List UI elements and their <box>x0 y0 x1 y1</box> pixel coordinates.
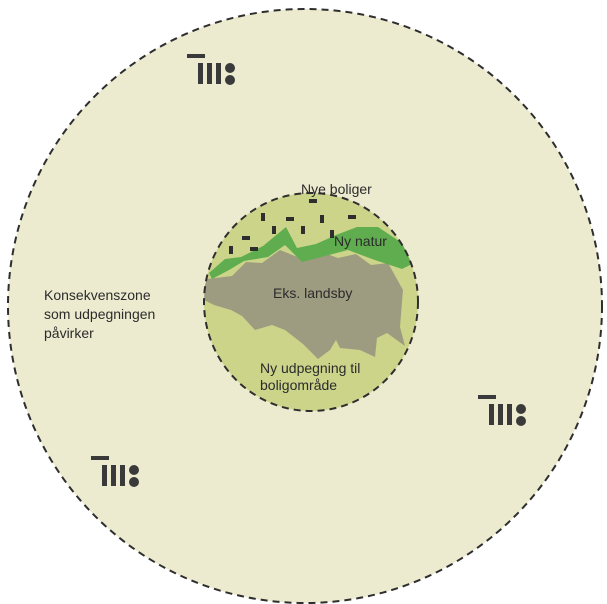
new-designation-label: Ny udpegning til boligområde <box>260 360 361 393</box>
existing-village-area <box>204 250 405 359</box>
house-icon <box>301 226 305 234</box>
new-housing-label: Nye boliger <box>301 181 372 197</box>
house-icon <box>261 213 265 221</box>
farm-symbol-icon <box>187 54 235 85</box>
existing-village-label: Eks. landsby <box>273 285 353 301</box>
new-designation-boundary <box>203 192 419 412</box>
house-icon <box>309 199 317 203</box>
house-icon <box>330 230 334 238</box>
house-icon <box>348 215 356 219</box>
farm-symbol-icon <box>478 395 526 426</box>
new-nature-area <box>209 227 412 279</box>
consequence-zone-label: Konsekvenszone som udpegningen påvirker <box>44 287 156 341</box>
farm-symbol-icon <box>91 456 139 487</box>
new-nature-label: Ny natur <box>334 233 387 249</box>
new-housing-marks <box>229 199 356 254</box>
house-icon <box>272 226 276 234</box>
house-icon <box>320 215 324 223</box>
house-icon <box>250 247 258 251</box>
house-icon <box>229 246 233 254</box>
house-icon <box>242 236 250 240</box>
house-icon <box>286 217 294 221</box>
